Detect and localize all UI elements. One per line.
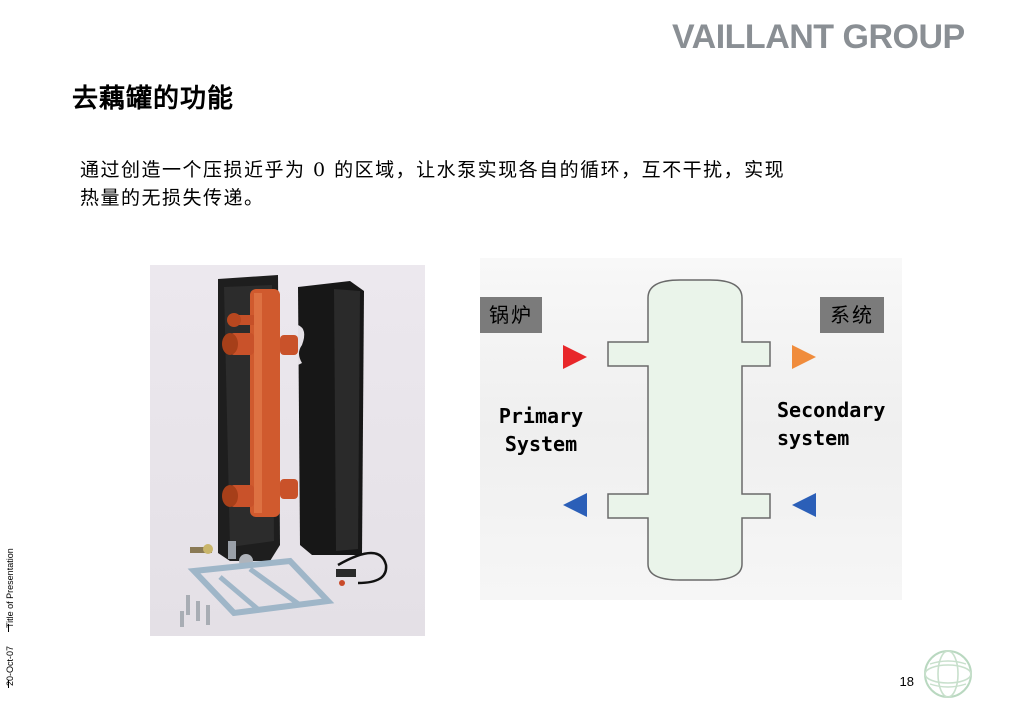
primary-line-2: System xyxy=(504,432,578,456)
primary-line-1: Primary xyxy=(498,404,584,428)
page-title: 去藕罐的功能 xyxy=(72,84,235,114)
primary-system-label: Primary System xyxy=(486,402,596,458)
hydraulic-separator-diagram: 锅炉 系统 Primary System Secondary system xyxy=(480,258,902,600)
hydraulic-separator-product-photo xyxy=(180,275,388,627)
body-paragraph: 通过创造一个压损近乎为 0 的区域，让水泵实现各自的循环，互不干扰，实现 热量的… xyxy=(80,156,910,212)
divider-tick-1 xyxy=(8,624,9,632)
boiler-label-box: 锅炉 xyxy=(480,297,542,333)
globe-icon xyxy=(924,650,972,698)
separator-vessel-shape xyxy=(607,279,771,581)
body-line-2: 热量的无损失传递。 xyxy=(80,187,265,209)
divider-tick-2 xyxy=(8,680,9,688)
vaillant-group-logo: VAILLANT GROUP xyxy=(672,18,965,56)
date-text: 20-Oct-07 xyxy=(5,645,15,686)
body-line-1: 通过创造一个压损近乎为 0 的区域，让水泵实现各自的循环，互不干扰，实现 xyxy=(80,159,786,181)
product-photo xyxy=(150,265,425,636)
presentation-title-text: Title of Presentation xyxy=(5,548,15,628)
secondary-line-1: Secondary xyxy=(777,398,886,422)
side-footer: Title of Presentation 20-Oct-07 xyxy=(2,540,16,690)
system-label-box: 系统 xyxy=(820,297,884,333)
secondary-line-2: system xyxy=(777,426,850,450)
secondary-system-label: Secondary system xyxy=(777,396,897,452)
page-number: 18 xyxy=(899,674,914,689)
